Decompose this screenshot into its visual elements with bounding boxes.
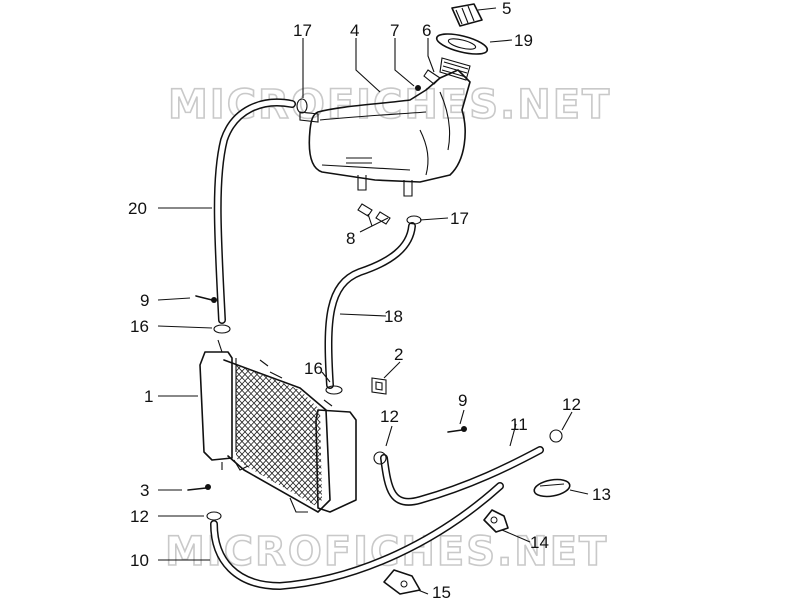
callout-9-left: 9 bbox=[140, 291, 149, 310]
watermark-bottom: MICROFICHES.NET bbox=[165, 529, 608, 575]
callout-17-top: 17 bbox=[293, 21, 312, 40]
screw-right bbox=[447, 426, 467, 433]
screw-lower bbox=[187, 484, 211, 491]
radiator-core-mesh bbox=[236, 364, 322, 506]
callout-11: 11 bbox=[510, 415, 528, 434]
band-clip bbox=[533, 478, 571, 498]
overflow-hose bbox=[213, 98, 296, 324]
mount-bracket bbox=[383, 569, 421, 595]
callout-4: 4 bbox=[350, 21, 359, 40]
callout-8: 8 bbox=[346, 229, 355, 248]
screw-upper bbox=[195, 295, 217, 303]
expansion-tank bbox=[299, 57, 471, 197]
callout-16-center: 16 bbox=[304, 359, 323, 378]
gasket-ring bbox=[435, 33, 489, 55]
leader-lines bbox=[157, 7, 589, 595]
screw-fitting bbox=[415, 69, 441, 91]
callout-1: 1 bbox=[144, 387, 153, 406]
callout-15: 15 bbox=[432, 583, 451, 600]
watermark-top: MICROFICHES.NET bbox=[168, 82, 611, 128]
callout-5: 5 bbox=[502, 0, 511, 18]
callout-7: 7 bbox=[390, 21, 399, 40]
nozzle-clips bbox=[357, 203, 391, 225]
callout-9-right: 9 bbox=[458, 391, 467, 410]
callout-10: 10 bbox=[130, 551, 149, 570]
callout-2: 2 bbox=[394, 345, 403, 364]
callout-6: 6 bbox=[422, 21, 431, 40]
callout-12-right: 12 bbox=[562, 395, 581, 414]
rubber-grommet bbox=[371, 377, 387, 395]
callout-14: 14 bbox=[530, 533, 549, 552]
callout-12-center: 12 bbox=[380, 407, 399, 426]
callout-16-left: 16 bbox=[130, 317, 149, 336]
hose-bracket bbox=[483, 509, 509, 533]
callout-13: 13 bbox=[592, 485, 611, 504]
hose-clamp bbox=[206, 98, 563, 521]
return-hose bbox=[324, 222, 416, 389]
callout-17-right: 17 bbox=[450, 209, 469, 228]
callout-12-left: 12 bbox=[130, 507, 149, 526]
lower-hose bbox=[210, 482, 504, 590]
filler-cap bbox=[451, 3, 483, 27]
callout-3: 3 bbox=[140, 481, 149, 500]
pump-hose bbox=[380, 446, 544, 506]
callout-18: 18 bbox=[384, 307, 403, 326]
callout-19: 19 bbox=[514, 31, 533, 50]
callout-20: 20 bbox=[128, 199, 147, 218]
